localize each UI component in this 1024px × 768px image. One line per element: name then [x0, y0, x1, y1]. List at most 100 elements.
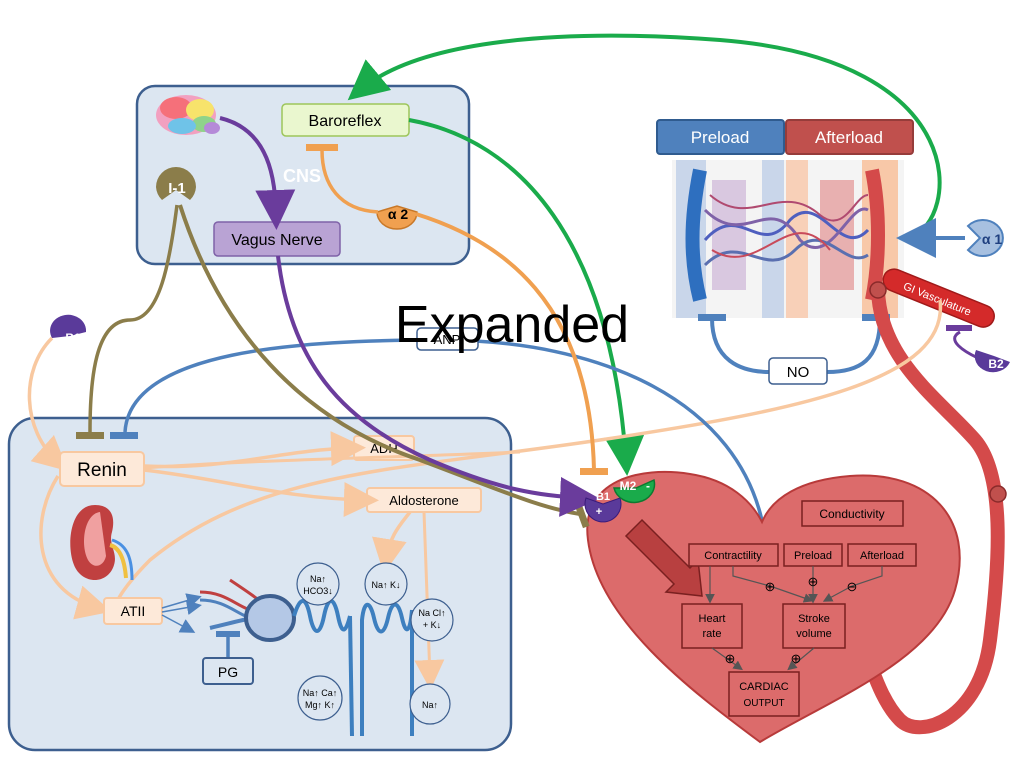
renin-to-renin-out-arrow — [143, 450, 521, 470]
stroke-volume-label-1: Stroke — [798, 613, 830, 625]
b2-receptor-icon: B2 — [974, 350, 1010, 373]
baroreflex-inhibit-bar — [306, 144, 338, 151]
alpha2-to-baroreflex-inhibit — [320, 149, 379, 214]
i1-to-renin-inhibit — [88, 204, 179, 433]
contractility-label: Contractility — [704, 550, 762, 562]
svg-text:I-1: I-1 — [168, 180, 186, 197]
m2-receptor-icon: M2 - — [613, 478, 656, 504]
alpha1-receptor-icon: α 1 — [966, 219, 1004, 257]
vagus-nerve-label: Vagus Nerve — [231, 232, 322, 249]
heart-rate-label-1: Heart — [699, 613, 726, 625]
svg-text:Na↑ K↓: Na↑ K↓ — [371, 580, 400, 590]
contractility-to-sv-connector — [732, 566, 814, 603]
vagus-to-heart-arrow — [276, 255, 600, 517]
pg-label: PG — [218, 664, 238, 680]
ion-circle-na: Na↑ — [409, 683, 451, 725]
svg-text:α 2: α 2 — [388, 206, 408, 222]
heart-alpha2-inhibit-bar — [580, 468, 608, 475]
svg-text:Na↑ Ca↑: Na↑ Ca↑ — [303, 688, 338, 698]
svg-text:B1: B1 — [65, 331, 81, 345]
ion-circle-na-hco3: Na↑ HCO3↓ — [296, 562, 340, 606]
cardiac-output-label-2: OUTPUT — [743, 698, 784, 709]
svg-text:HCO3↓: HCO3↓ — [303, 586, 333, 596]
afterload-header-label: Afterload — [815, 128, 883, 147]
vein-inhibit-bar — [698, 314, 726, 321]
artery-node-2 — [989, 485, 1007, 503]
svg-text:B1: B1 — [596, 491, 610, 503]
brain-to-vagus-arrow — [219, 116, 296, 230]
heart-rate-box — [681, 603, 743, 649]
renin-to-atii-arrow — [39, 475, 112, 620]
anp-label: ANP — [434, 332, 461, 347]
vessel-to-kidney-peach-arrow — [116, 299, 943, 601]
cns-label: CNS — [283, 166, 321, 186]
pg-inhibit-bar — [216, 631, 240, 637]
aldosterone-to-distal-arrow — [414, 511, 445, 690]
svg-text:M2: M2 — [620, 479, 637, 493]
atii-box — [103, 597, 163, 625]
aldosterone-label: Aldosterone — [389, 493, 458, 508]
cardiac-output-box — [728, 671, 800, 717]
renin-to-aldosterone-arrow — [143, 468, 379, 517]
plus-sign-hr: ⊕ — [725, 651, 736, 666]
plus-sign-preload: ⊕ — [808, 574, 819, 589]
artery-loop — [863, 289, 1005, 735]
ion-circle-na-ca-mg-k: Na↑ Ca↑ Mg↑ K↑ — [297, 675, 343, 721]
renin-i1-inhibit-bar — [76, 432, 104, 439]
b1-left-receptor-icon: B1 — [50, 314, 87, 345]
i1-to-heart-inhibit — [178, 204, 581, 516]
renin-anp-inhibit-bar — [110, 432, 138, 439]
conductivity-label: Conductivity — [819, 507, 884, 521]
conductivity-box — [801, 500, 904, 527]
svg-text:B2: B2 — [988, 357, 1004, 371]
brain-icon — [156, 95, 220, 135]
aldosterone-to-collecting-arrow — [372, 510, 412, 574]
svg-text:+ K↓: + K↓ — [423, 620, 441, 630]
afterload-header — [785, 119, 914, 155]
anp-box — [416, 327, 479, 351]
cardiac-output-label-1: CARDIAC — [739, 681, 789, 693]
vessel-network-image — [672, 160, 904, 318]
alpha2-to-heart-inhibit — [415, 212, 596, 471]
baroreflex-label: Baroreflex — [309, 113, 382, 130]
renin-label: Renin — [77, 460, 127, 481]
svg-text:Na↑: Na↑ — [310, 574, 326, 584]
receptor-to-heart-rate-arrow — [624, 518, 703, 597]
stroke-volume-box — [782, 603, 846, 649]
svg-text:Na Cl↑: Na Cl↑ — [418, 608, 445, 618]
ion-circle-na-cl-k: Na Cl↑ + K↓ — [410, 598, 454, 642]
afterload-heart-label: Afterload — [860, 550, 904, 562]
svg-text:Mg↑ K↑: Mg↑ K↑ — [305, 700, 335, 710]
atii-to-vessel-arrow-2 — [161, 600, 202, 615]
renin-box — [59, 451, 145, 487]
preload-heart-label: Preload — [794, 550, 832, 562]
artery-node-1 — [869, 281, 887, 299]
stroke-volume-label-2: volume — [796, 628, 831, 640]
b2-inhibit-bar — [946, 325, 972, 331]
no-label: NO — [787, 364, 810, 381]
alpha1-to-baroreflex-arrow — [347, 33, 942, 240]
afterload-to-sv-connector — [822, 566, 883, 602]
alpha2-receptor-icon: α 2 — [376, 205, 418, 230]
ion-circle-na-k: Na↑ K↓ — [364, 562, 408, 606]
atii-label: ATII — [121, 603, 146, 619]
kidney-icon — [70, 505, 134, 581]
plus-sign-contractility: ⊕ — [765, 579, 776, 594]
b1-to-renin-arrow — [27, 336, 69, 472]
baroreflex-to-m2-arrow — [408, 118, 645, 476]
hr-to-co-connector — [711, 647, 743, 671]
atii-to-vessel-arrow-1 — [161, 593, 202, 609]
b2-inhibit-line — [953, 330, 979, 360]
plus-sign-sv: ⊕ — [791, 651, 802, 666]
pg-box — [202, 657, 254, 685]
svg-text:-: - — [646, 479, 650, 493]
svg-text:+: + — [596, 506, 602, 518]
svg-text:α 1: α 1 — [982, 231, 1002, 247]
minus-sign-afterload: ⊖ — [847, 579, 858, 594]
i1-receptor-icon: I-1 — [156, 167, 196, 200]
nephron-diagram — [199, 578, 414, 737]
sv-to-co-connector — [787, 647, 815, 671]
b1-heart-receptor-icon: B1 + — [584, 491, 622, 523]
preload-header — [656, 119, 785, 155]
